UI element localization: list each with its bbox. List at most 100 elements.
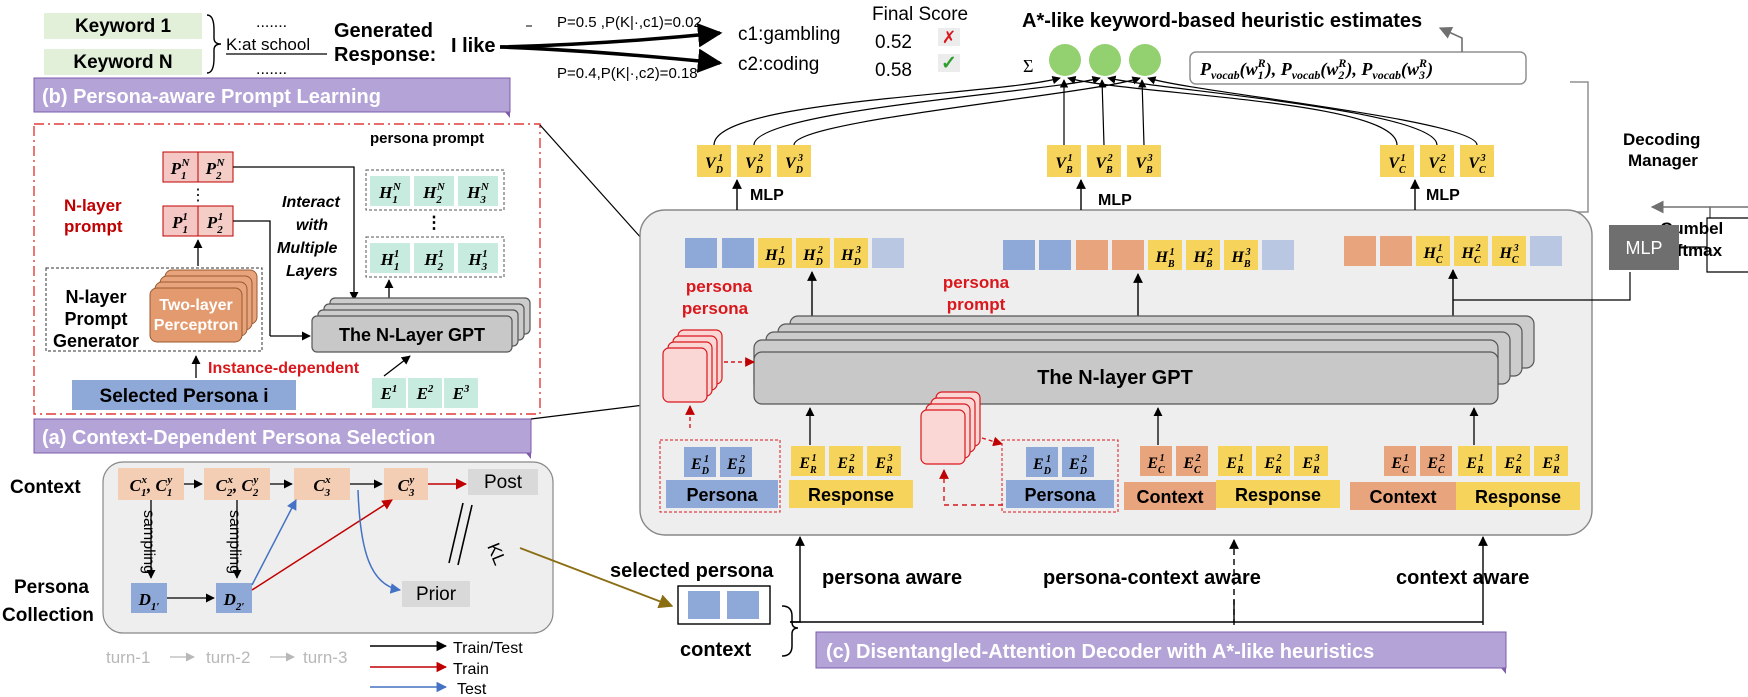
context-aware-label: context aware — [1396, 567, 1529, 589]
persona-prompt-label: persona prompt — [370, 130, 484, 147]
selected-persona-label: selected persona — [610, 560, 774, 582]
svg-text:ED1: ED1 — [1032, 454, 1051, 477]
kl-line-1 — [448, 502, 464, 564]
persona-label-mid: Persona — [1024, 485, 1096, 505]
persona-box-left — [666, 480, 778, 508]
persona-prompt-label-2: persona — [682, 299, 749, 318]
svg-text:HB2: HB2 — [1192, 247, 1212, 270]
c3y-box — [384, 468, 428, 500]
legend-test: Test — [457, 681, 487, 697]
vd2: VD2 — [745, 153, 763, 176]
k-at-school-label: K:at school — [226, 35, 310, 54]
response-label-mid: Response — [1235, 485, 1321, 505]
context-input-label: context — [680, 639, 751, 661]
selected-persona-label: Selected Persona i — [100, 386, 269, 407]
context-to-mlp-line — [1453, 272, 1631, 301]
pvocab-box — [1189, 51, 1527, 85]
h1n-label: H1N — [378, 181, 402, 206]
hn-group — [365, 169, 505, 211]
p1n-label: P1N — [170, 157, 191, 182]
panel-a: (a) Context-Dependent Persona Selection … — [2, 401, 674, 697]
c2-label: C2x, C2y — [216, 474, 259, 499]
hidden-row-context — [1344, 236, 1562, 266]
persona-context-aware-label: persona-context aware — [1043, 567, 1261, 589]
h-labels: HD1 HD2 HD3 HB1 HB2 HB3 HC1 HC2 HC3 — [764, 243, 1519, 270]
svg-text:EC2: EC2 — [1426, 453, 1445, 476]
svg-text:HB3: HB3 — [1230, 247, 1250, 270]
mlp-label-c: MLP — [1426, 187, 1460, 204]
pvocab-formula: Pvocab(w1R), Pvocab(w2R), Pvocab(w3R) — [1199, 56, 1433, 82]
panel-c: VD1 VD2 VD3 VB1 VB2 VB3 VC1 VC2 VC3 MLP … — [610, 75, 1631, 674]
interact-4: Layers — [286, 263, 338, 280]
persona-collection-2: Collection — [2, 605, 94, 626]
e1-label: E1 — [380, 383, 398, 403]
persona-label-left: Persona — [686, 485, 758, 505]
svg-text:EC1: EC1 — [1146, 453, 1165, 476]
prompt-box-p1n — [162, 151, 199, 183]
mlp-dark-box — [1609, 225, 1679, 270]
d1-box — [131, 583, 167, 613]
sigma-symbol: Σ — [1023, 56, 1033, 76]
gen-label-1: N-layer — [65, 287, 126, 307]
c2-box — [204, 468, 270, 500]
persona-aware-label: persona aware — [822, 567, 962, 589]
keyword-n-box — [44, 49, 202, 75]
c3x-box — [294, 468, 350, 500]
persona-input-frame-left — [659, 439, 781, 513]
svg-text:ER1: ER1 — [798, 453, 817, 476]
response-box-mid — [1216, 480, 1340, 508]
panel-b: (b) Persona-aware Prompt Learning P1N P2… — [33, 77, 669, 415]
p1-to-gpt-line — [233, 220, 271, 336]
astar-section: A*-like keyword-based heuristic estimate… — [1022, 10, 1748, 273]
svg-text:HC3: HC3 — [1498, 243, 1518, 266]
candidate-gambling: c1:gambling — [738, 24, 840, 45]
svg-text:ER2: ER2 — [836, 453, 855, 476]
p2n-label: P2N — [205, 157, 226, 182]
vc1: VC1 — [1388, 153, 1406, 176]
svg-text:EC1: EC1 — [1390, 453, 1409, 476]
gpt-big-box — [753, 351, 1499, 405]
candidate-coding: c2:coding — [738, 54, 819, 75]
prompt-box-p11 — [162, 205, 199, 237]
context-box-mid — [1124, 482, 1216, 510]
perceptron-label-1: Two-layer — [159, 297, 233, 314]
panel-b-title: (b) Persona-aware Prompt Learning — [42, 86, 381, 108]
svg-text:ER3: ER3 — [874, 453, 893, 476]
gumbel-bracket — [1709, 206, 1748, 218]
vb1: VB1 — [1055, 153, 1073, 176]
hidden-row-persona — [685, 238, 904, 268]
e3-label: E3 — [452, 383, 470, 403]
final-score-label: Final Score — [872, 4, 968, 25]
hidden-row-pc — [1003, 240, 1294, 270]
turn-2-label: turn-2 — [206, 648, 250, 667]
accept-bg — [938, 54, 960, 72]
pvocab-to-title-arrow — [1438, 26, 1463, 52]
score-coding: 0.58 — [875, 60, 912, 81]
interact-1: Interact — [282, 194, 340, 211]
panel-c-title-bar — [815, 631, 1507, 669]
arrow-persona-aware — [790, 536, 805, 623]
train-arrow-d2-c3y — [251, 499, 393, 591]
selected-persona-box — [72, 380, 296, 410]
panel-a-title-bar — [33, 418, 532, 454]
c1-label: C1x, C1y — [130, 474, 173, 499]
persona-box-mid — [1006, 480, 1114, 508]
svg-text:ED1: ED1 — [690, 454, 709, 477]
response-box-right — [1456, 482, 1580, 510]
persona-prompt-stack-mid — [920, 409, 966, 465]
turn-3-label: turn-3 — [303, 648, 347, 667]
gen-label-2: Prompt — [65, 309, 128, 329]
vc2: VC2 — [1428, 153, 1446, 176]
accept-icon: ✓ — [941, 53, 957, 74]
h2n-label: H2N — [422, 181, 446, 206]
kl-line-2 — [457, 504, 473, 566]
heuristic-node-2 — [1089, 44, 1121, 76]
h21-label: H21 — [423, 248, 443, 273]
legend-train-test: Train/Test — [453, 640, 523, 657]
e-to-gpt-arrow — [383, 355, 411, 377]
d2-label: D2′ — [223, 590, 245, 613]
legend-train: Train — [453, 661, 489, 678]
post-box — [468, 469, 538, 495]
nlayer-prompt-1: N-layer — [64, 196, 122, 215]
h1n-box — [370, 176, 410, 206]
